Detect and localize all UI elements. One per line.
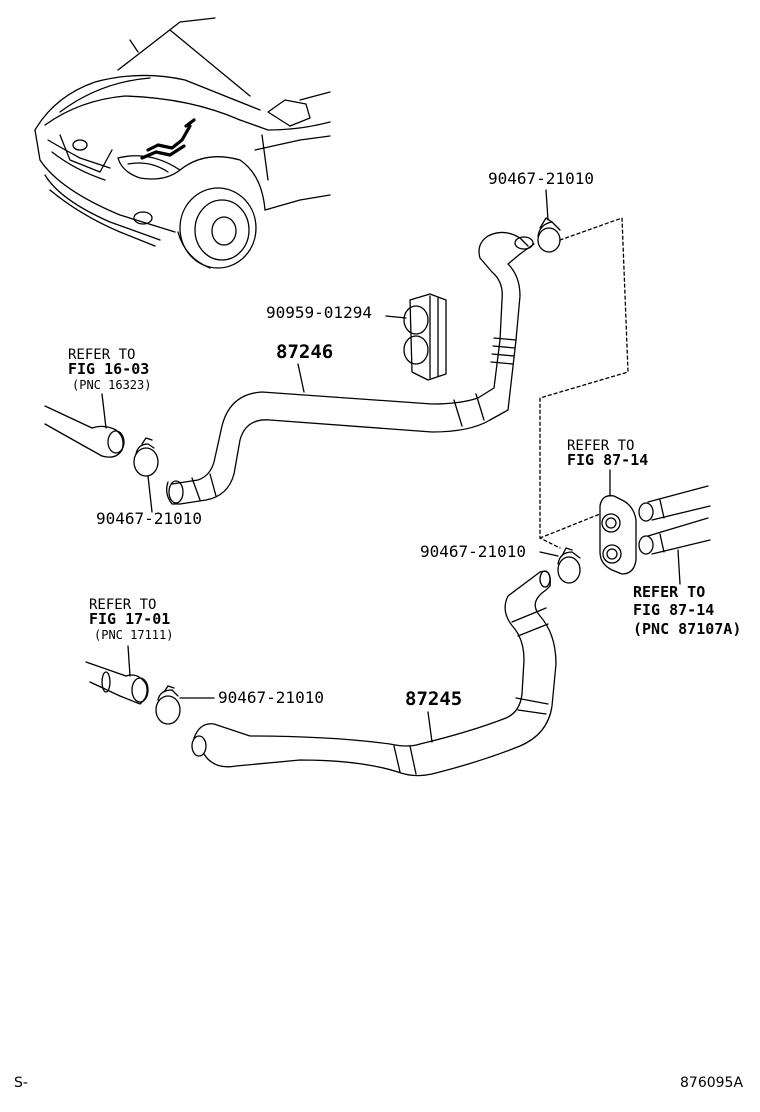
ref-87-14-pipes-line2: FIG 87-14 xyxy=(633,601,715,619)
dashed-boundary xyxy=(540,218,628,548)
footer-left: S- xyxy=(14,1075,28,1091)
pipes-ref-87-14 xyxy=(639,486,710,584)
ref-87-14-grommet-line1: REFER TO xyxy=(567,438,635,454)
label-hose-lower: 87245 xyxy=(405,688,463,710)
ref-16-03-line2: FIG 16-03 xyxy=(68,360,150,378)
clamp-lower xyxy=(156,686,214,724)
label-hose-upper: 87246 xyxy=(276,341,334,363)
ref-16-03-line1: REFER TO xyxy=(68,347,136,363)
ref-87-14-pipes-line1: REFER TO xyxy=(633,583,706,601)
label-clip: 90959-01294 xyxy=(266,303,372,322)
clamp-top xyxy=(538,190,560,252)
hose-87245 xyxy=(192,571,556,776)
ref-17-01-line2: FIG 17-01 xyxy=(89,610,171,628)
footer-figure-code: 876095A xyxy=(680,1075,744,1091)
label-clamp-lower: 90467-21010 xyxy=(218,688,324,707)
vehicle-illustration xyxy=(35,18,330,268)
ref-87-14-pipes-line3: (PNC 87107A) xyxy=(633,620,742,638)
clip-90959 xyxy=(386,294,446,380)
label-clamp-middle: 90467-21010 xyxy=(420,542,526,561)
hose-87246 xyxy=(167,232,534,504)
ref-87-14-grommet-line2: FIG 87-14 xyxy=(567,451,649,469)
ref-16-03-line3: (PNC 16323) xyxy=(72,378,152,392)
pipe-ref-17-01 xyxy=(86,646,148,704)
label-clamp-upper-left: 90467-21010 xyxy=(96,509,202,528)
pipe-ref-16-03 xyxy=(45,394,124,457)
clamp-upper-left xyxy=(134,438,158,512)
clamp-middle xyxy=(540,548,580,583)
grommet xyxy=(600,470,636,574)
label-clamp-top: 90467-21010 xyxy=(488,169,594,188)
ref-17-01-line3: (PNC 17111) xyxy=(94,628,174,642)
ref-17-01-line1: REFER TO xyxy=(89,597,157,613)
